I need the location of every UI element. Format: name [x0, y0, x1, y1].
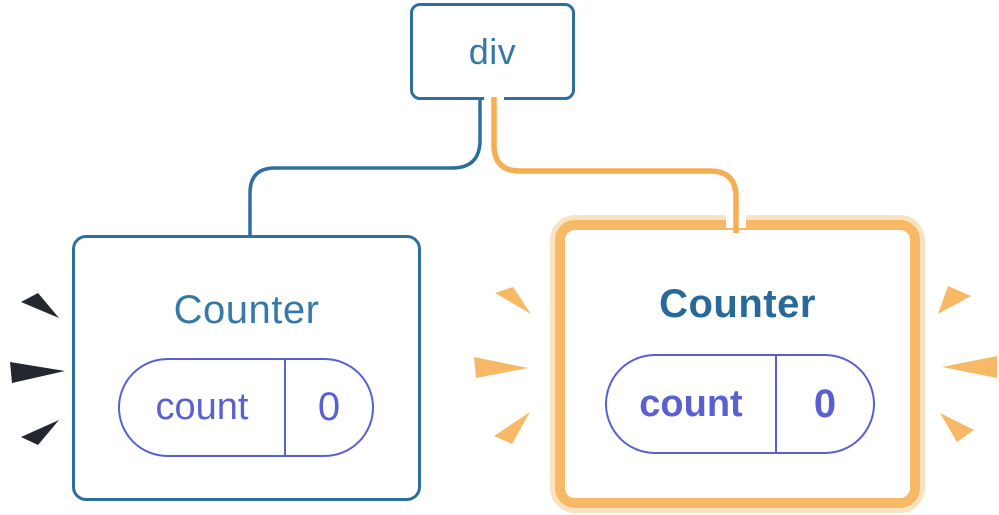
counter-card-right-highlighted: Counter count 0 [555, 220, 920, 508]
state-key-right: count [639, 382, 743, 425]
edge-root-to-right-counter-core [491, 97, 739, 233]
counter-title-left: Counter [173, 288, 320, 332]
update-sparks-right-counter-right [938, 286, 997, 442]
spark-icon [10, 362, 65, 383]
spark-icon [942, 356, 997, 378]
counter-card-left: Counter count 0 [72, 235, 421, 501]
spark-icon [940, 413, 974, 442]
spark-icon [495, 287, 531, 314]
state-pill-left: count 0 [118, 358, 374, 457]
state-key-left: count [155, 386, 249, 428]
state-value-left: 0 [284, 360, 372, 455]
update-sparks-right-counter-left [474, 287, 531, 444]
update-sparks-left-counter [10, 293, 65, 445]
root-div-label: div [468, 30, 517, 72]
spark-icon [21, 293, 59, 318]
spark-icon [938, 286, 971, 314]
counter-title-right: Counter [659, 282, 816, 326]
root-div-node: div [410, 3, 575, 100]
state-pill-right: count 0 [605, 354, 875, 454]
edge-root-to-left-counter [248, 99, 482, 237]
spark-icon [474, 357, 528, 378]
spark-icon [21, 420, 59, 445]
spark-icon [494, 412, 530, 444]
state-value-right: 0 [775, 356, 873, 452]
edge-root-to-right-counter-sheath [484, 97, 746, 228]
